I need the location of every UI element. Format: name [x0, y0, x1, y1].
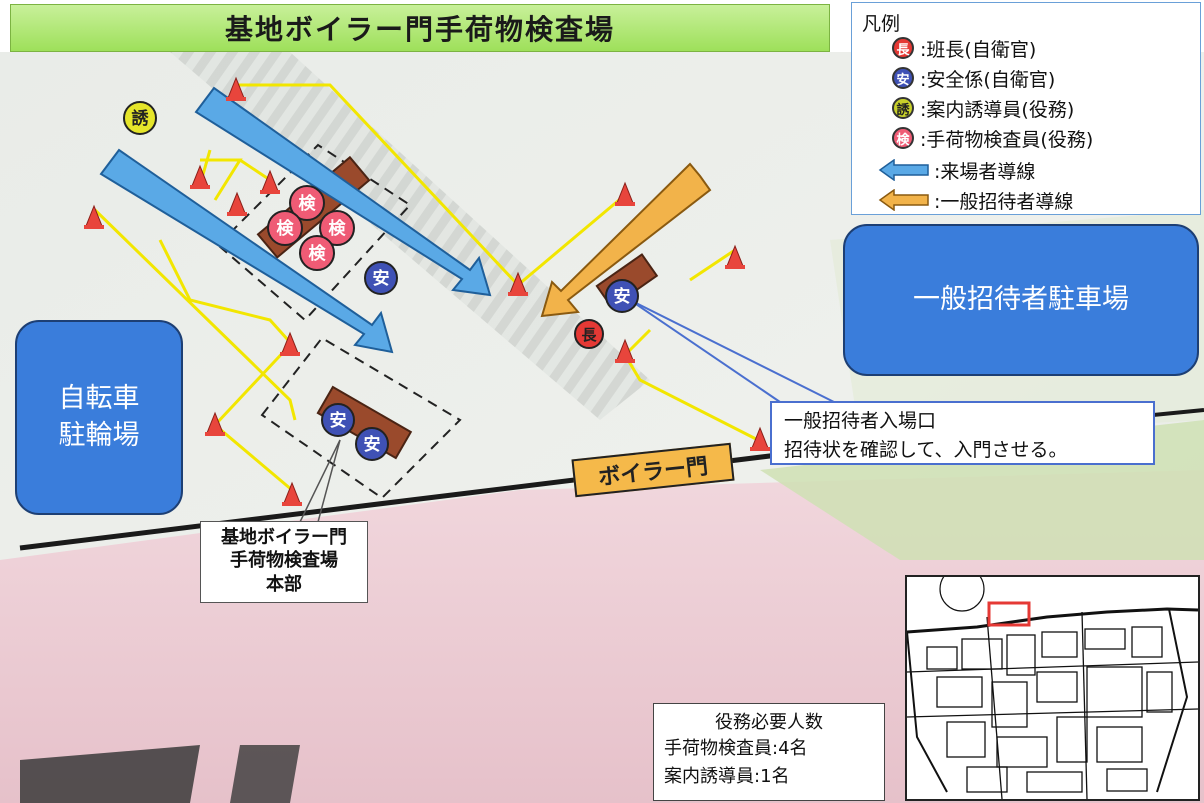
guide-marker: 誘 — [123, 101, 157, 135]
hq-callout: 基地ボイラー門 手荷物検査場 本部 — [200, 521, 368, 603]
svg-text:安: 安 — [364, 434, 381, 455]
svg-text:検: 検 — [329, 218, 347, 239]
bicycle-parking-line: 駐輪場 — [58, 419, 140, 451]
legend-label: :安全係(自衛官) — [920, 68, 1056, 91]
safety-marker: 安 — [321, 403, 355, 437]
traffic-cone-icon — [508, 271, 528, 296]
legend-title: 凡例 — [862, 13, 901, 35]
visitor-route-arrow — [194, 86, 492, 297]
legend-item-safety: 安 :安全係(自衛官) — [892, 65, 1055, 91]
legend-label: :班長(自衛官) — [920, 38, 1037, 61]
legend-item-guest-route: :一般招待者導線 — [878, 187, 1073, 213]
svg-text:検: 検 — [277, 218, 295, 239]
traffic-cone-icon — [725, 244, 745, 269]
safety-marker: 安 — [364, 261, 398, 295]
svg-text:安: 安 — [330, 410, 347, 431]
legend-box: 凡例 長 :班長(自衛官) 安 :安全係(自衛官) 誘 :案内誘導員(役務) 検… — [851, 2, 1201, 215]
legend-item-inspector: 検 :手荷物検査員(役務) — [892, 125, 1093, 151]
staff-heading: 役務必要人数 — [715, 712, 823, 733]
traffic-cone-icon — [226, 76, 246, 101]
barrier-lines — [93, 83, 759, 492]
traffic-cone-icon — [282, 481, 302, 506]
leader-marker: 長 — [574, 319, 604, 349]
bicycle-parking-line: 自転車 — [58, 383, 140, 415]
svg-text:検: 検 — [309, 243, 327, 264]
traffic-cone-icon — [227, 191, 247, 216]
svg-text:誘: 誘 — [132, 108, 150, 129]
svg-text:長: 長 — [581, 326, 597, 344]
traffic-cone-icon — [260, 169, 280, 194]
traffic-cone-icon — [190, 164, 210, 189]
staff-line: 手荷物検査員:4名 — [664, 738, 808, 760]
location-highlight — [987, 601, 1031, 627]
guest-parking-zone: 一般招待者駐車場 — [843, 224, 1199, 376]
inspector-marker: 検 — [289, 185, 325, 221]
staff-line: 案内誘導員:1名 — [664, 766, 790, 788]
traffic-cone-icon — [205, 411, 225, 436]
hq-callout-line: 基地ボイラー門 — [221, 527, 347, 548]
staff-requirement-box: 役務必要人数 手荷物検査員:4名 案内誘導員:1名 — [653, 703, 885, 801]
svg-text:安: 安 — [373, 268, 390, 289]
traffic-cone-icon — [615, 338, 635, 363]
orange-arrow-icon — [878, 189, 929, 211]
svg-text:安: 安 — [614, 286, 631, 307]
legend-item-guide: 誘 :案内誘導員(役務) — [892, 95, 1074, 121]
traffic-cone-icon — [84, 204, 104, 229]
location-key-map — [905, 575, 1200, 801]
entrance-callout-note: 招待状を確認して、入門させる。 — [784, 439, 1068, 462]
safety-icon: 安 — [892, 67, 914, 89]
inspector-icon: 検 — [892, 127, 914, 149]
inspector-marker: 検 — [299, 235, 335, 271]
svg-text:検: 検 — [299, 193, 317, 214]
traffic-cone-icon — [280, 331, 300, 356]
blue-arrow-icon — [878, 159, 929, 181]
leader-icon: 長 — [892, 37, 914, 59]
page-title: 基地ボイラー門手荷物検査場 — [10, 4, 830, 52]
legend-label: :一般招待者導線 — [934, 190, 1074, 213]
legend-item-visitor-route: :来場者導線 — [878, 157, 1035, 183]
safety-marker: 安 — [605, 279, 639, 313]
visitor-route-arrows — [99, 86, 492, 354]
traffic-cone-icon — [750, 426, 770, 451]
hq-callout-line: 手荷物検査場 — [230, 550, 338, 572]
inspector-marker: 検 — [267, 210, 303, 246]
legend-item-leader: 長 :班長(自衛官) — [892, 35, 1036, 61]
safety-marker: 安 — [355, 427, 389, 461]
guide-icon: 誘 — [892, 97, 914, 119]
bicycle-parking-zone: 自転車 駐輪場 — [15, 320, 183, 515]
legend-label: :案内誘導員(役務) — [920, 98, 1075, 121]
inspector-marker: 検 — [319, 210, 355, 246]
entrance-callout: 一般招待者入場口 招待状を確認して、入門させる。 — [770, 401, 1155, 465]
legend-label: :手荷物検査員(役務) — [920, 128, 1094, 151]
inspection-areas — [216, 143, 462, 500]
legend-label: :来場者導線 — [934, 160, 1036, 183]
hq-callout-line: 本部 — [266, 573, 302, 595]
traffic-cone-icon — [615, 181, 635, 206]
key-map-drawing — [907, 577, 1198, 799]
entrance-callout-title: 一般招待者入場口 — [784, 410, 937, 432]
visitor-route-arrow — [99, 148, 394, 354]
guest-route-arrow — [540, 162, 712, 318]
